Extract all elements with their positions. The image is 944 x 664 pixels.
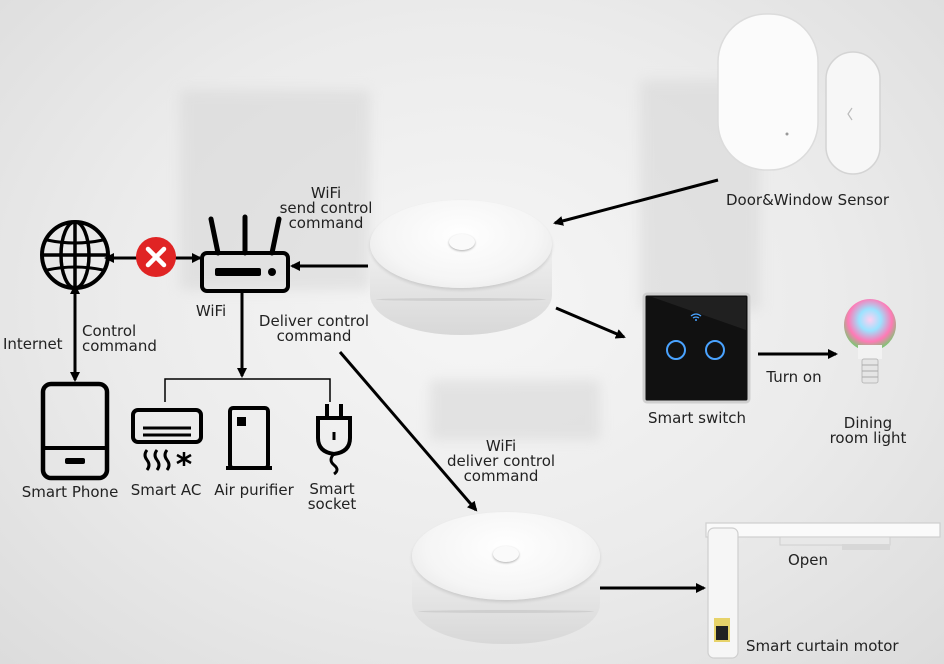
air-purifier-icon (226, 406, 272, 470)
smart-switch (642, 292, 751, 404)
dining-light-label: Dining room light (829, 414, 907, 447)
smart-switch-label: Smart switch (647, 409, 747, 427)
gateway-hub-top (370, 200, 552, 335)
curtain-motor (705, 522, 941, 659)
phone-icon (40, 381, 110, 481)
deliver-command-label: Deliver control command (258, 312, 370, 345)
router-wifi-label: WiFi (195, 302, 227, 320)
bulb-icon (844, 299, 896, 384)
air-purifier-label: Air purifier (214, 481, 294, 499)
globe-icon (40, 220, 110, 290)
turn-on-label: Turn on (766, 368, 822, 386)
blocked-x-icon (136, 237, 176, 277)
hub-button (493, 546, 519, 562)
smart-phone-label: Smart Phone (21, 483, 119, 501)
sensor-label: Door&Window Sensor (726, 191, 890, 209)
router-icon (200, 214, 290, 293)
hub-button (449, 234, 475, 250)
curtain-motor-label: Smart curtain motor (746, 637, 899, 655)
hub-to-switch-arrow (555, 306, 626, 339)
socket-icon (316, 404, 352, 476)
sensor-to-hub-arrow (553, 178, 719, 226)
control-command-label: Control command (82, 322, 157, 355)
wifi-deliver-label: WiFi deliver control command (446, 437, 556, 485)
bg-cabinet (430, 380, 600, 440)
wifi-send-label: WiFi send control command (279, 184, 373, 232)
bg-window-left (180, 90, 370, 290)
internet-label: Internet (3, 335, 63, 353)
smart-socket-label: Smart socket (307, 480, 357, 513)
smart-ac-label: Smart AC (130, 481, 202, 499)
open-label: Open (787, 551, 829, 569)
gateway-hub-bottom (412, 512, 600, 644)
appliance-bracket (164, 378, 331, 402)
router-to-hub2-arrow (338, 351, 478, 512)
wifi-icon (690, 313, 702, 321)
ac-icon (131, 408, 203, 471)
door-window-sensor (717, 13, 881, 175)
